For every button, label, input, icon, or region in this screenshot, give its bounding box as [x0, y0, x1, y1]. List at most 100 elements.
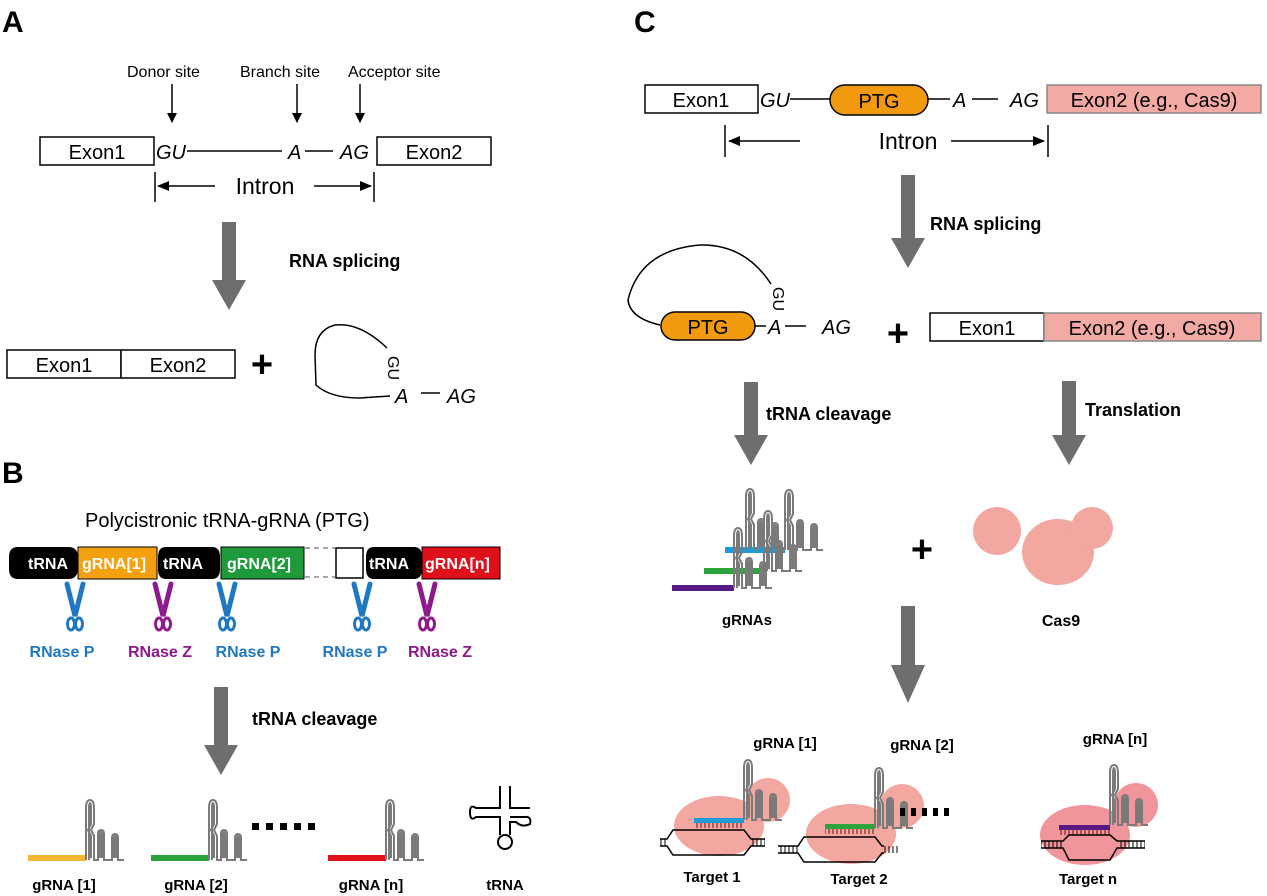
target1-spacer: [694, 818, 744, 823]
enzymes: RNase P RNase Z RNase P RNase P RNase Z: [30, 584, 472, 661]
c-cleavage-arrow-icon: [734, 382, 768, 465]
cas9-lobe-small: [973, 507, 1021, 555]
enzyme-label: RNase Z: [128, 644, 192, 661]
scissors-icon: [219, 584, 235, 630]
exon1-box: [39, 136, 155, 166]
targetn-grna-label: gRNA [n]: [1083, 731, 1147, 748]
targetn-spacer: [1059, 825, 1110, 830]
product-label: gRNA [2]: [164, 877, 228, 894]
ag-label: AG: [339, 142, 369, 164]
target2-grna-label: gRNA [2]: [890, 737, 954, 754]
trna-segment: [9, 547, 78, 579]
panel-a-products: Exon1 Exon2 + GU A AG: [6, 323, 476, 408]
panel-a-pre-mrna: Donor site Branch site Acceptor site Exo…: [39, 64, 492, 202]
lariat-gu-label: GU: [384, 356, 401, 380]
c-intron-label: Intron: [879, 128, 938, 154]
c-lariat-loop: [627, 244, 772, 326]
panel-c-splice-products: PTG GU A AG + Exon1 Exon2 (e.g., Cas9): [627, 244, 1262, 355]
segment-label: tRNA: [163, 556, 203, 573]
branch-a-label: A: [287, 142, 301, 164]
acceptor-site-label: Acceptor site: [348, 64, 441, 81]
enzyme-label: RNase Z: [408, 644, 472, 661]
c-exon1-box: [644, 84, 759, 114]
panel-b-products: gRNA [1] gRNA [2] gRNA [n] tRNA: [28, 786, 532, 894]
panel-c-branch-steps: tRNA cleavage Translation: [734, 381, 1181, 465]
grna-scaffold-icon: [784, 489, 824, 551]
dna-ladder: [752, 839, 765, 846]
c-trna-cleavage-label: tRNA cleavage: [766, 404, 891, 424]
grna1-spacer: [28, 855, 86, 861]
dna-ladder: [660, 839, 668, 846]
product-label: gRNA [1]: [32, 877, 96, 894]
basepair-ladder: [1059, 830, 1110, 835]
grna1-segment: [77, 546, 158, 580]
c-splicing-arrow-icon: [891, 175, 925, 268]
plus-sign: +: [251, 344, 273, 386]
segment-label: tRNA: [28, 556, 68, 573]
intron-label: Intron: [236, 173, 295, 199]
grna2-scaffold-icon: [208, 799, 248, 861]
c-lariat-ptg-label: PTG: [687, 317, 728, 339]
c-translation-label: Translation: [1085, 400, 1181, 420]
c-ellipsis-dots: [900, 808, 949, 816]
dna-ladder: [1120, 841, 1145, 848]
donor-site-label: Donor site: [127, 64, 200, 81]
lariat-ag-label: AG: [446, 386, 476, 408]
target2-label: Target 2: [830, 871, 887, 888]
scissors-icon: [67, 584, 83, 630]
cleavage-arrow-icon: [204, 687, 238, 775]
c-a-label: A: [952, 90, 966, 112]
c-exon2-box: [1046, 84, 1262, 114]
trna-segment: [158, 547, 220, 579]
basepair-ladder: [694, 823, 744, 828]
lariat-loop: [314, 323, 391, 399]
trna-segment: [366, 547, 422, 579]
lariat-a-label: A: [394, 386, 408, 408]
c-ag-label: AG: [1009, 90, 1039, 112]
panel-b-cleavage-step: tRNA cleavage: [204, 687, 377, 775]
c-plus-sign: +: [887, 313, 909, 355]
c-exon2-label: Exon2 (e.g., Cas9): [1071, 90, 1238, 112]
grna1-scaffold-icon: [85, 799, 125, 861]
c-exon1-label: Exon1: [673, 90, 730, 112]
dna-ladder: [1041, 841, 1063, 848]
ptg-label: PTG: [858, 91, 899, 113]
panel-label-c: C: [634, 6, 656, 39]
scissors-icon: [155, 584, 171, 630]
basepair-ladder: [825, 829, 875, 834]
ptg-array: tRNA gRNA[1] tRNA gRNA[2] tRNA gRNA[n]: [9, 546, 501, 580]
panel-c-splice-step: RNA splicing: [891, 175, 1041, 268]
enzyme-label: RNase P: [323, 644, 388, 661]
enzyme-label: RNase P: [216, 644, 281, 661]
rna-splicing-label: RNA splicing: [289, 251, 400, 271]
cas9-label: Cas9: [1042, 613, 1080, 630]
target1-label: Target 1: [683, 869, 740, 886]
c-mrna-exon1-label: Exon1: [959, 318, 1016, 340]
segment-label: tRNA: [369, 556, 409, 573]
target-complex-n: gRNA [n] Target n: [1040, 731, 1158, 888]
c-mrna-exon1-box: [929, 312, 1045, 342]
panel-c-pre-mrna: Exon1 GU PTG A AG Exon2 (e.g., Cas9) Int…: [644, 84, 1262, 157]
c-lariat-gu-label: GU: [769, 287, 786, 311]
enzyme-label: RNase P: [30, 644, 95, 661]
ptg-capsule: [829, 84, 929, 116]
grna2-segment: [220, 546, 305, 580]
dna-ladder: [778, 846, 798, 853]
c-grnas-group: gRNAs: [672, 488, 824, 629]
grna-spacer-blue: [725, 547, 785, 553]
grnan-segment: [421, 546, 501, 580]
grnan-scaffold-icon: [385, 799, 425, 861]
splicing-arrow-icon: [212, 222, 246, 310]
grnan-spacer: [328, 855, 386, 861]
panel-label-b: B: [2, 457, 24, 490]
grna2-spacer: [151, 855, 209, 861]
panel-a-splice-step: RNA splicing: [212, 222, 400, 310]
blank-segment: [335, 547, 364, 579]
c-gu-label: GU: [760, 90, 791, 112]
segment-label: gRNA[1]: [82, 556, 146, 573]
c-rna-splicing-label: RNA splicing: [930, 214, 1041, 234]
trna-cleavage-label: tRNA cleavage: [252, 709, 377, 729]
spliced-exon2-box: [120, 349, 236, 379]
gu-label: GU: [156, 142, 187, 164]
spliced-exon1-label: Exon1: [36, 355, 93, 377]
